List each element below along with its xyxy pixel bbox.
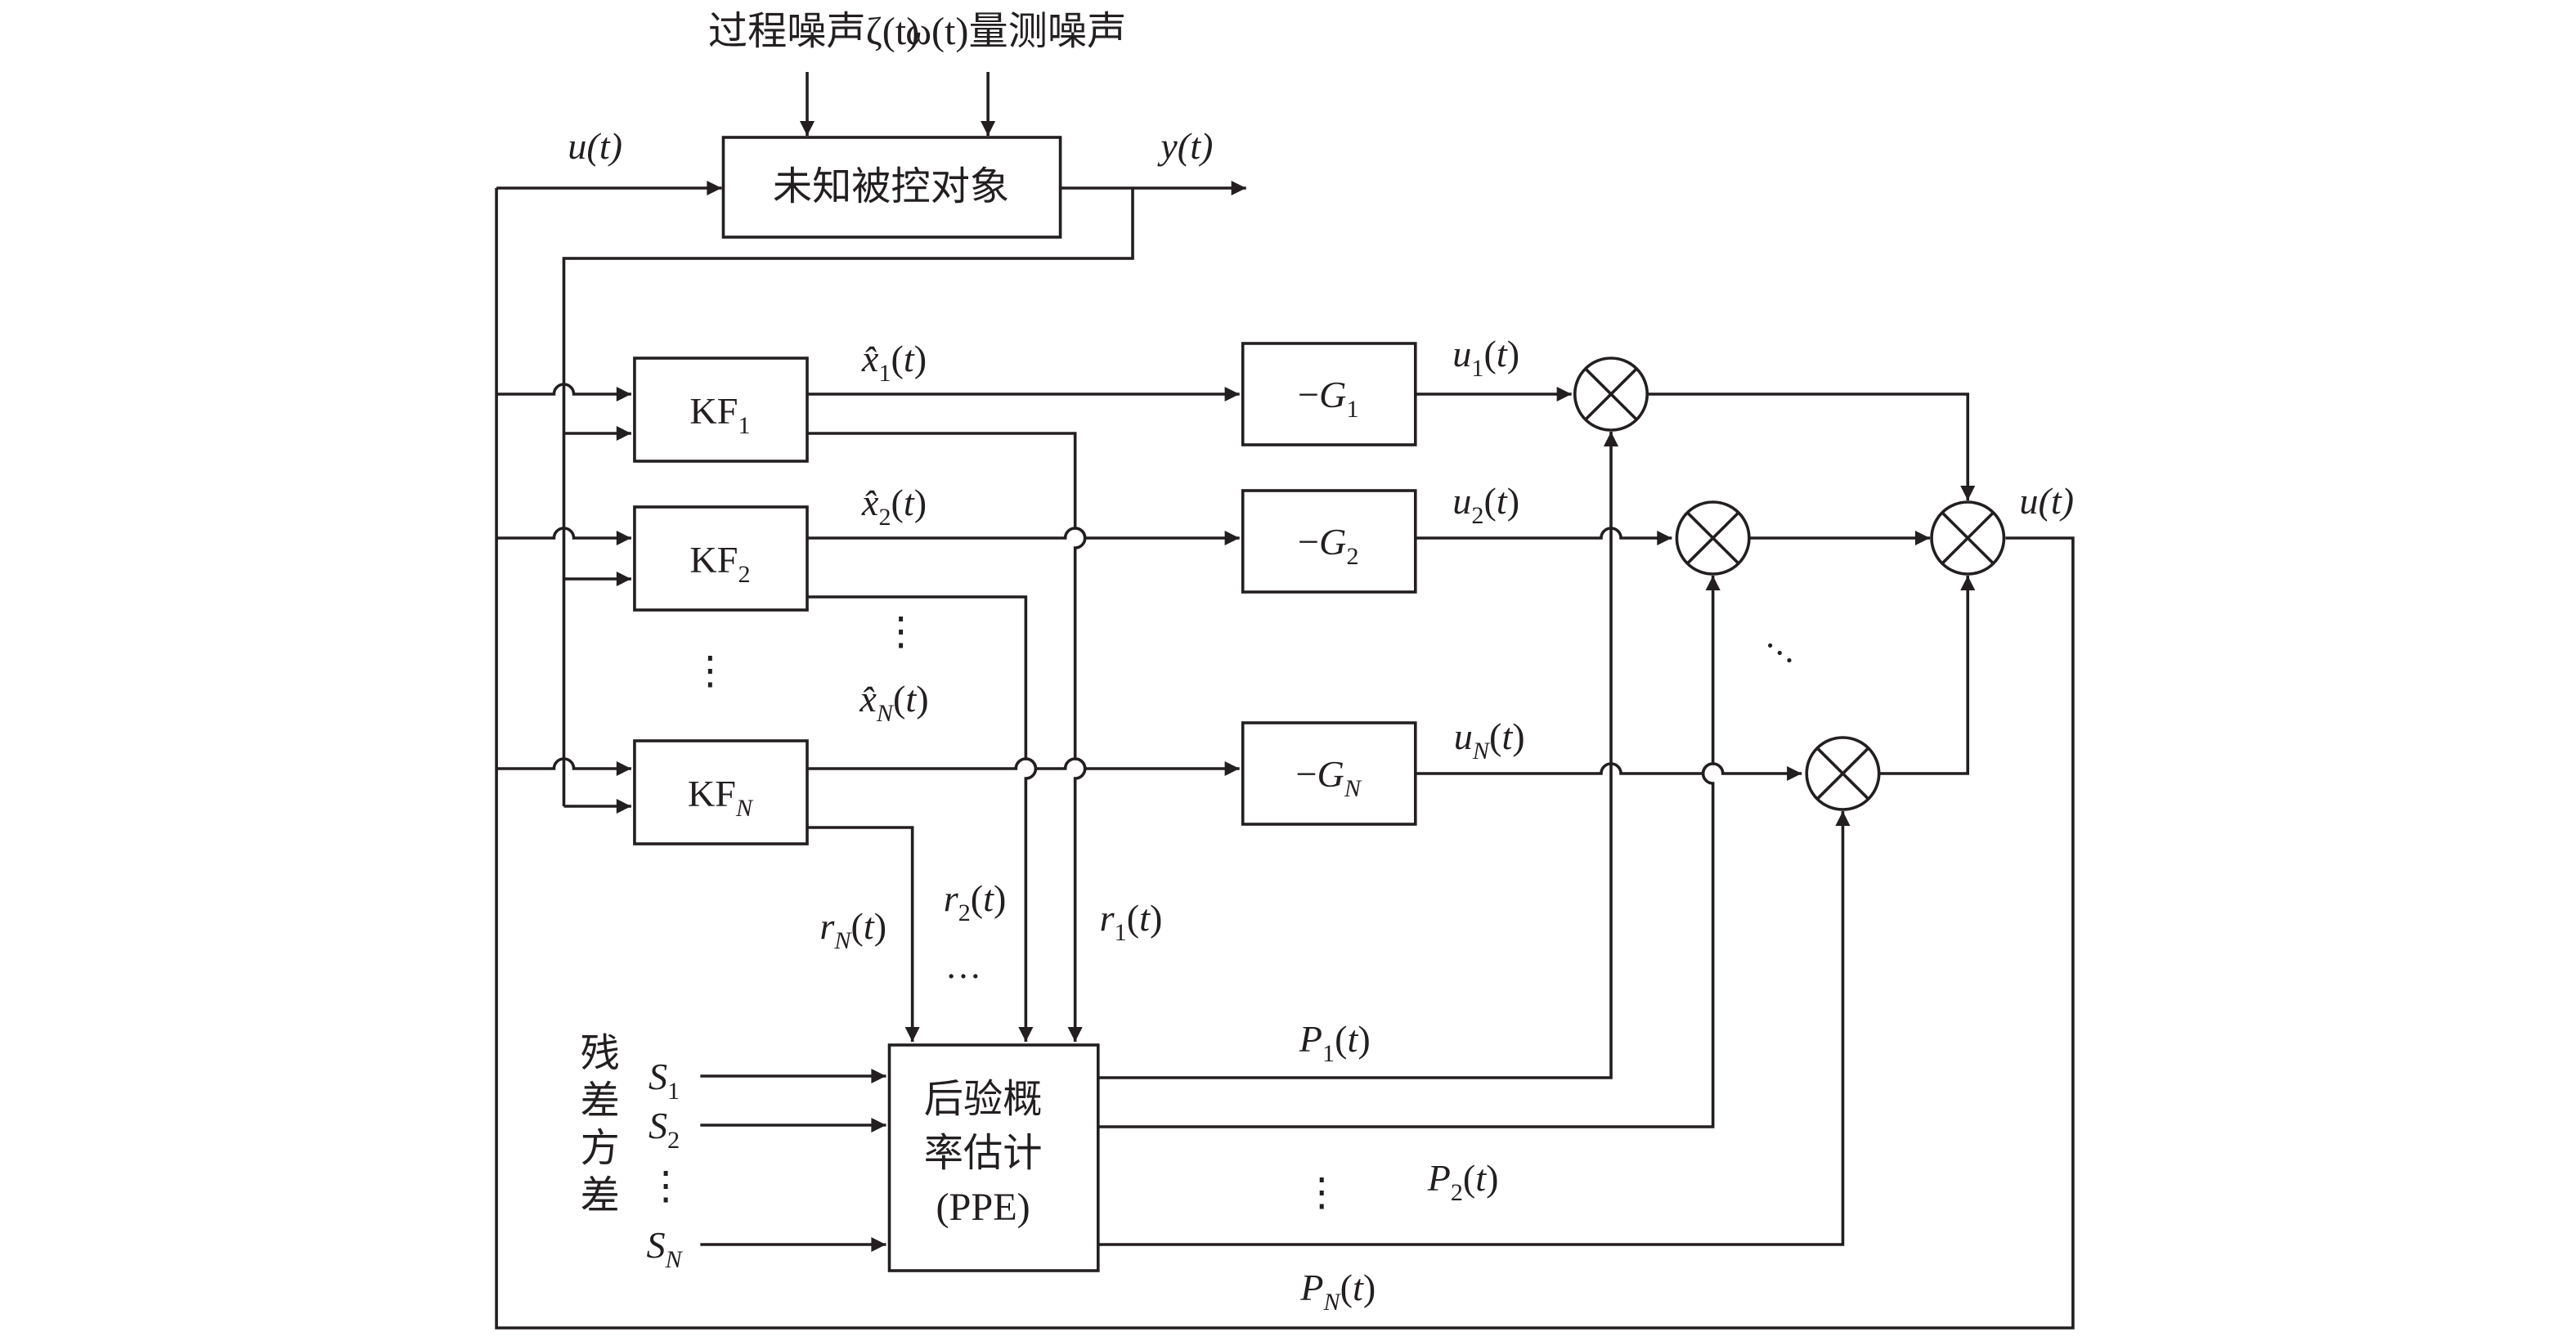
s1-label: S1: [648, 1056, 680, 1105]
sN-label: SN: [647, 1224, 684, 1273]
multiplier-1: [1573, 357, 1649, 432]
ppe-line-3: (PPE): [936, 1186, 1030, 1229]
g2-block: [1241, 489, 1417, 594]
control-signal-lines: u1(t) u2(t) uN(t): [1415, 333, 1802, 781]
pN-arrow: [1097, 811, 1851, 1246]
kf1-block: [633, 357, 809, 463]
u-feedback-loop: [495, 188, 2075, 1330]
y-output-label: y(t): [1157, 125, 1213, 167]
kf2-block: [633, 505, 809, 612]
ppe-line-1: 后验概: [924, 1076, 1043, 1122]
s2-label: S2: [648, 1105, 680, 1154]
ppe-line-2: 率估计: [924, 1130, 1043, 1176]
u2-label: u2(t): [1452, 480, 1519, 529]
residual-variance-char-3: 方: [581, 1125, 620, 1171]
m1-to-sum-arrow: [1647, 392, 1976, 500]
residual-variance-char-1: 残: [581, 1030, 620, 1076]
u-total-label: u(t): [2019, 480, 2074, 522]
residual-variance-char-2: 差: [581, 1078, 620, 1123]
mN-to-sum-arrow: [1878, 576, 1976, 775]
pN-label: PN(t): [1299, 1267, 1376, 1316]
s-vdots: ⋮: [646, 1164, 685, 1208]
ppe-block: [887, 1043, 1100, 1272]
kfN-block: [633, 739, 809, 845]
state-estimate-lines: x̂1(t) x̂2(t) x̂N(t) ⋮: [807, 338, 1240, 776]
summing-multiplier: [1930, 500, 2006, 576]
process-noise-label: 过程噪声ζ(t): [708, 10, 919, 53]
kf-bank: KF1 KF2 KFN ⋮: [633, 357, 809, 845]
uN-label: uN(t): [1454, 715, 1525, 765]
uN-arrow: [1415, 762, 1802, 781]
x-vdots: ⋮: [881, 610, 920, 653]
kf-vdots: ⋮: [690, 649, 729, 693]
u-feedback-bus: [495, 181, 2075, 1330]
u-to-kf2-arrow: [496, 527, 631, 545]
ppe-section: 后验概 率估计 (PPE) S1 S2 SN ⋮ 残 差 方 差: [581, 1030, 1100, 1273]
multiplier-2: [1675, 500, 1751, 576]
plant-block: [721, 136, 1062, 239]
x2-arrow: [807, 527, 1240, 545]
multiplier-N: [1805, 736, 1881, 811]
residual-variance-char-4: 差: [581, 1173, 620, 1218]
u-to-kfN-arrow: [496, 757, 631, 776]
residual-dots: …: [945, 946, 981, 986]
plant-label: 未知被控对象: [773, 164, 1009, 209]
p1-arrow: [1097, 432, 1619, 1079]
residual-lines: r1(t) r2(t) rN(t) …: [807, 432, 1163, 1042]
r1-label: r1(t): [1100, 897, 1163, 946]
kfN-label: KFN: [688, 773, 754, 822]
p-vdots: ⋮: [1302, 1171, 1341, 1214]
r1-arrow: [807, 432, 1087, 1042]
gain-blocks: −G1 −G2 −GN: [1241, 342, 1417, 826]
probability-lines: P1(t) P2(t) PN(t) ⋮: [1097, 432, 1851, 1316]
multiplier-dots: …: [1759, 618, 1812, 672]
xN-arrow: [807, 757, 1240, 776]
r2-label: r2(t): [944, 877, 1007, 926]
measurement-noise-label: ω(t)量测噪声: [905, 10, 1126, 53]
p1-label: P1(t): [1299, 1018, 1371, 1067]
plant-section: 未知被控对象 过程噪声ζ(t) ω(t)量测噪声 u(t) y(t): [562, 10, 1246, 806]
u2-arrow: [1415, 527, 1672, 545]
g1-label: −G1: [1298, 374, 1359, 423]
multipliers: … u(t): [1573, 357, 2074, 811]
u-input-label: u(t): [568, 125, 622, 167]
gN-block: [1241, 721, 1417, 826]
p2-label: P2(t): [1427, 1157, 1499, 1206]
p2-arrow: [1097, 576, 1721, 1128]
u1-label: u1(t): [1452, 333, 1519, 382]
r2-arrow: [807, 595, 1038, 1042]
xN-label: x̂N(t): [859, 678, 928, 727]
y-feedback-line: [562, 188, 1134, 806]
x2-label: x̂2(t): [861, 482, 927, 531]
rN-label: rN(t): [819, 905, 886, 954]
rN-arrow: [807, 826, 920, 1042]
g1-block: [1241, 342, 1417, 446]
u-to-kf1-arrow: [496, 383, 631, 401]
x1-label: x̂1(t): [861, 338, 927, 387]
